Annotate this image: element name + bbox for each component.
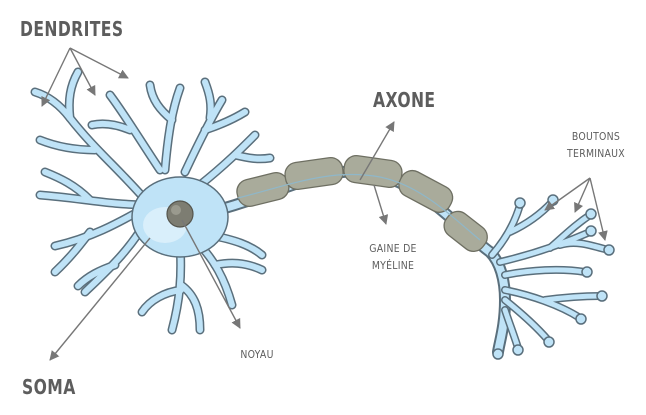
dendrites-label: DENDRITES [20,17,124,41]
dendrites-arrow [69,47,129,79]
terminal-button [512,344,524,356]
dendrites-fill [32,69,273,333]
terminal-button [581,266,593,278]
dendrites-arrow [41,47,71,107]
annotation-arrows [41,47,608,361]
terminal-button [585,208,597,220]
nucleus [166,200,194,228]
boutons-arrow [574,177,591,213]
noyau-arrow [181,219,241,329]
axone-label: AXONE [373,88,436,112]
terminal-button [596,290,608,302]
gaine-label-line2: MYÉLINE [371,259,415,272]
gaine-de-myeline-label: GAINE DE MYÉLINE [363,240,423,274]
boutons-arrow [589,177,608,241]
boutons-terminaux-label: BOUTONS TERMINAUX [562,128,630,162]
myelin-segment [398,169,454,213]
myelin-segment [284,156,344,190]
boutons-label-line1: BOUTONS [571,130,621,143]
dendrites-arrow [69,47,96,96]
terminal-button [492,348,504,360]
boutons-arrow [544,177,591,211]
myelin-sheath [236,154,488,252]
axone-arrow [359,121,395,181]
terminal-buttons [492,194,615,360]
terminal-button [575,313,587,325]
myelin-segment [236,172,290,208]
axon-core-line [237,173,481,241]
noyau-label: NOYAU [240,348,274,361]
terminal-button [514,197,526,209]
boutons-label-line2: TERMINAUX [567,147,625,160]
terminal-button [543,336,555,348]
nucleus-highlight [171,205,181,215]
gaine-arrow [373,184,389,225]
gaine-label-line1: GAINE DE [369,242,417,255]
soma-label: SOMA [22,375,76,399]
myelin-segment [343,154,403,188]
soma-arrow [49,237,151,361]
terminal-button [585,225,597,237]
terminal-button [603,244,615,256]
myelin-segment [443,210,488,252]
